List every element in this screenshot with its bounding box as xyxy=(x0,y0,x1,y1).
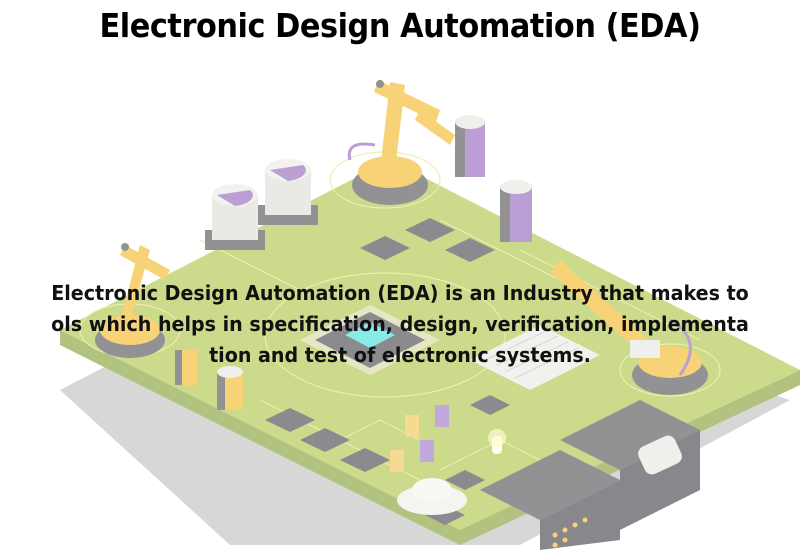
description-line-1: Electronic Design Automation (EDA) is an… xyxy=(51,281,749,305)
microchip-icon xyxy=(300,305,440,375)
heatsink-icon xyxy=(470,325,600,390)
page-title: Electronic Design Automation (EDA) xyxy=(99,6,701,45)
capacitor-icon xyxy=(258,159,318,225)
eda-description: Electronic Design Automation (EDA) is an… xyxy=(37,278,762,371)
transistor-icon xyxy=(397,478,467,515)
description-line-2: ols which helps in specification, design… xyxy=(51,312,749,336)
robot-arm-icon xyxy=(550,260,708,395)
film-capacitor-icon xyxy=(390,405,449,472)
connector-icon xyxy=(480,400,700,550)
pcb-illustration xyxy=(60,80,800,550)
capacitor-icon xyxy=(500,180,532,242)
robot-arm-icon xyxy=(95,243,170,358)
ic-chip-icon xyxy=(265,218,510,525)
led-icon xyxy=(488,429,506,454)
description-line-3: tion and test of electronic systems. xyxy=(209,343,591,367)
capacitor-icon xyxy=(205,184,265,250)
capacitor-icon xyxy=(175,350,243,410)
capacitor-icon xyxy=(455,115,485,177)
robot-arm-icon xyxy=(347,80,455,205)
